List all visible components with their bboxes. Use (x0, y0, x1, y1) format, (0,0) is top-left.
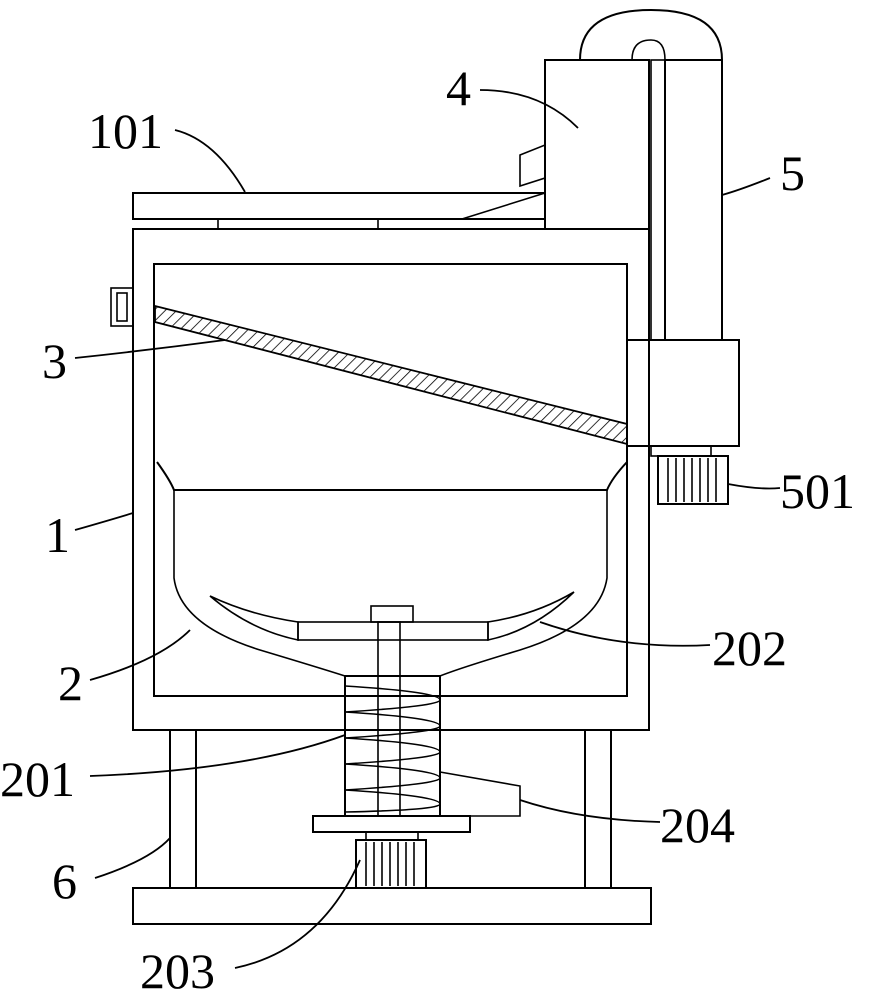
label-101: 101 (88, 103, 163, 159)
label-3: 3 (42, 333, 67, 389)
main-housing (110, 228, 650, 731)
label-1: 1 (45, 507, 70, 563)
elevator-column (519, 8, 740, 505)
collecting-bowl (156, 461, 628, 696)
part-labels: 101 4 5 3 501 1 202 2 201 204 6 203 (0, 60, 855, 999)
label-2: 2 (58, 655, 83, 711)
label-202: 202 (712, 620, 787, 676)
bottom-motor (355, 831, 427, 889)
feed-plate (132, 192, 546, 230)
screw-conveyor (312, 621, 521, 833)
leader-lines (74, 89, 781, 969)
label-4: 4 (446, 60, 471, 116)
legs-and-base (132, 729, 652, 925)
label-501: 501 (780, 463, 855, 519)
label-203: 203 (140, 943, 215, 999)
label-5: 5 (780, 145, 805, 201)
label-204: 204 (660, 797, 735, 853)
label-201: 201 (0, 751, 75, 807)
label-6: 6 (52, 853, 77, 909)
sloped-screen (154, 304, 628, 446)
